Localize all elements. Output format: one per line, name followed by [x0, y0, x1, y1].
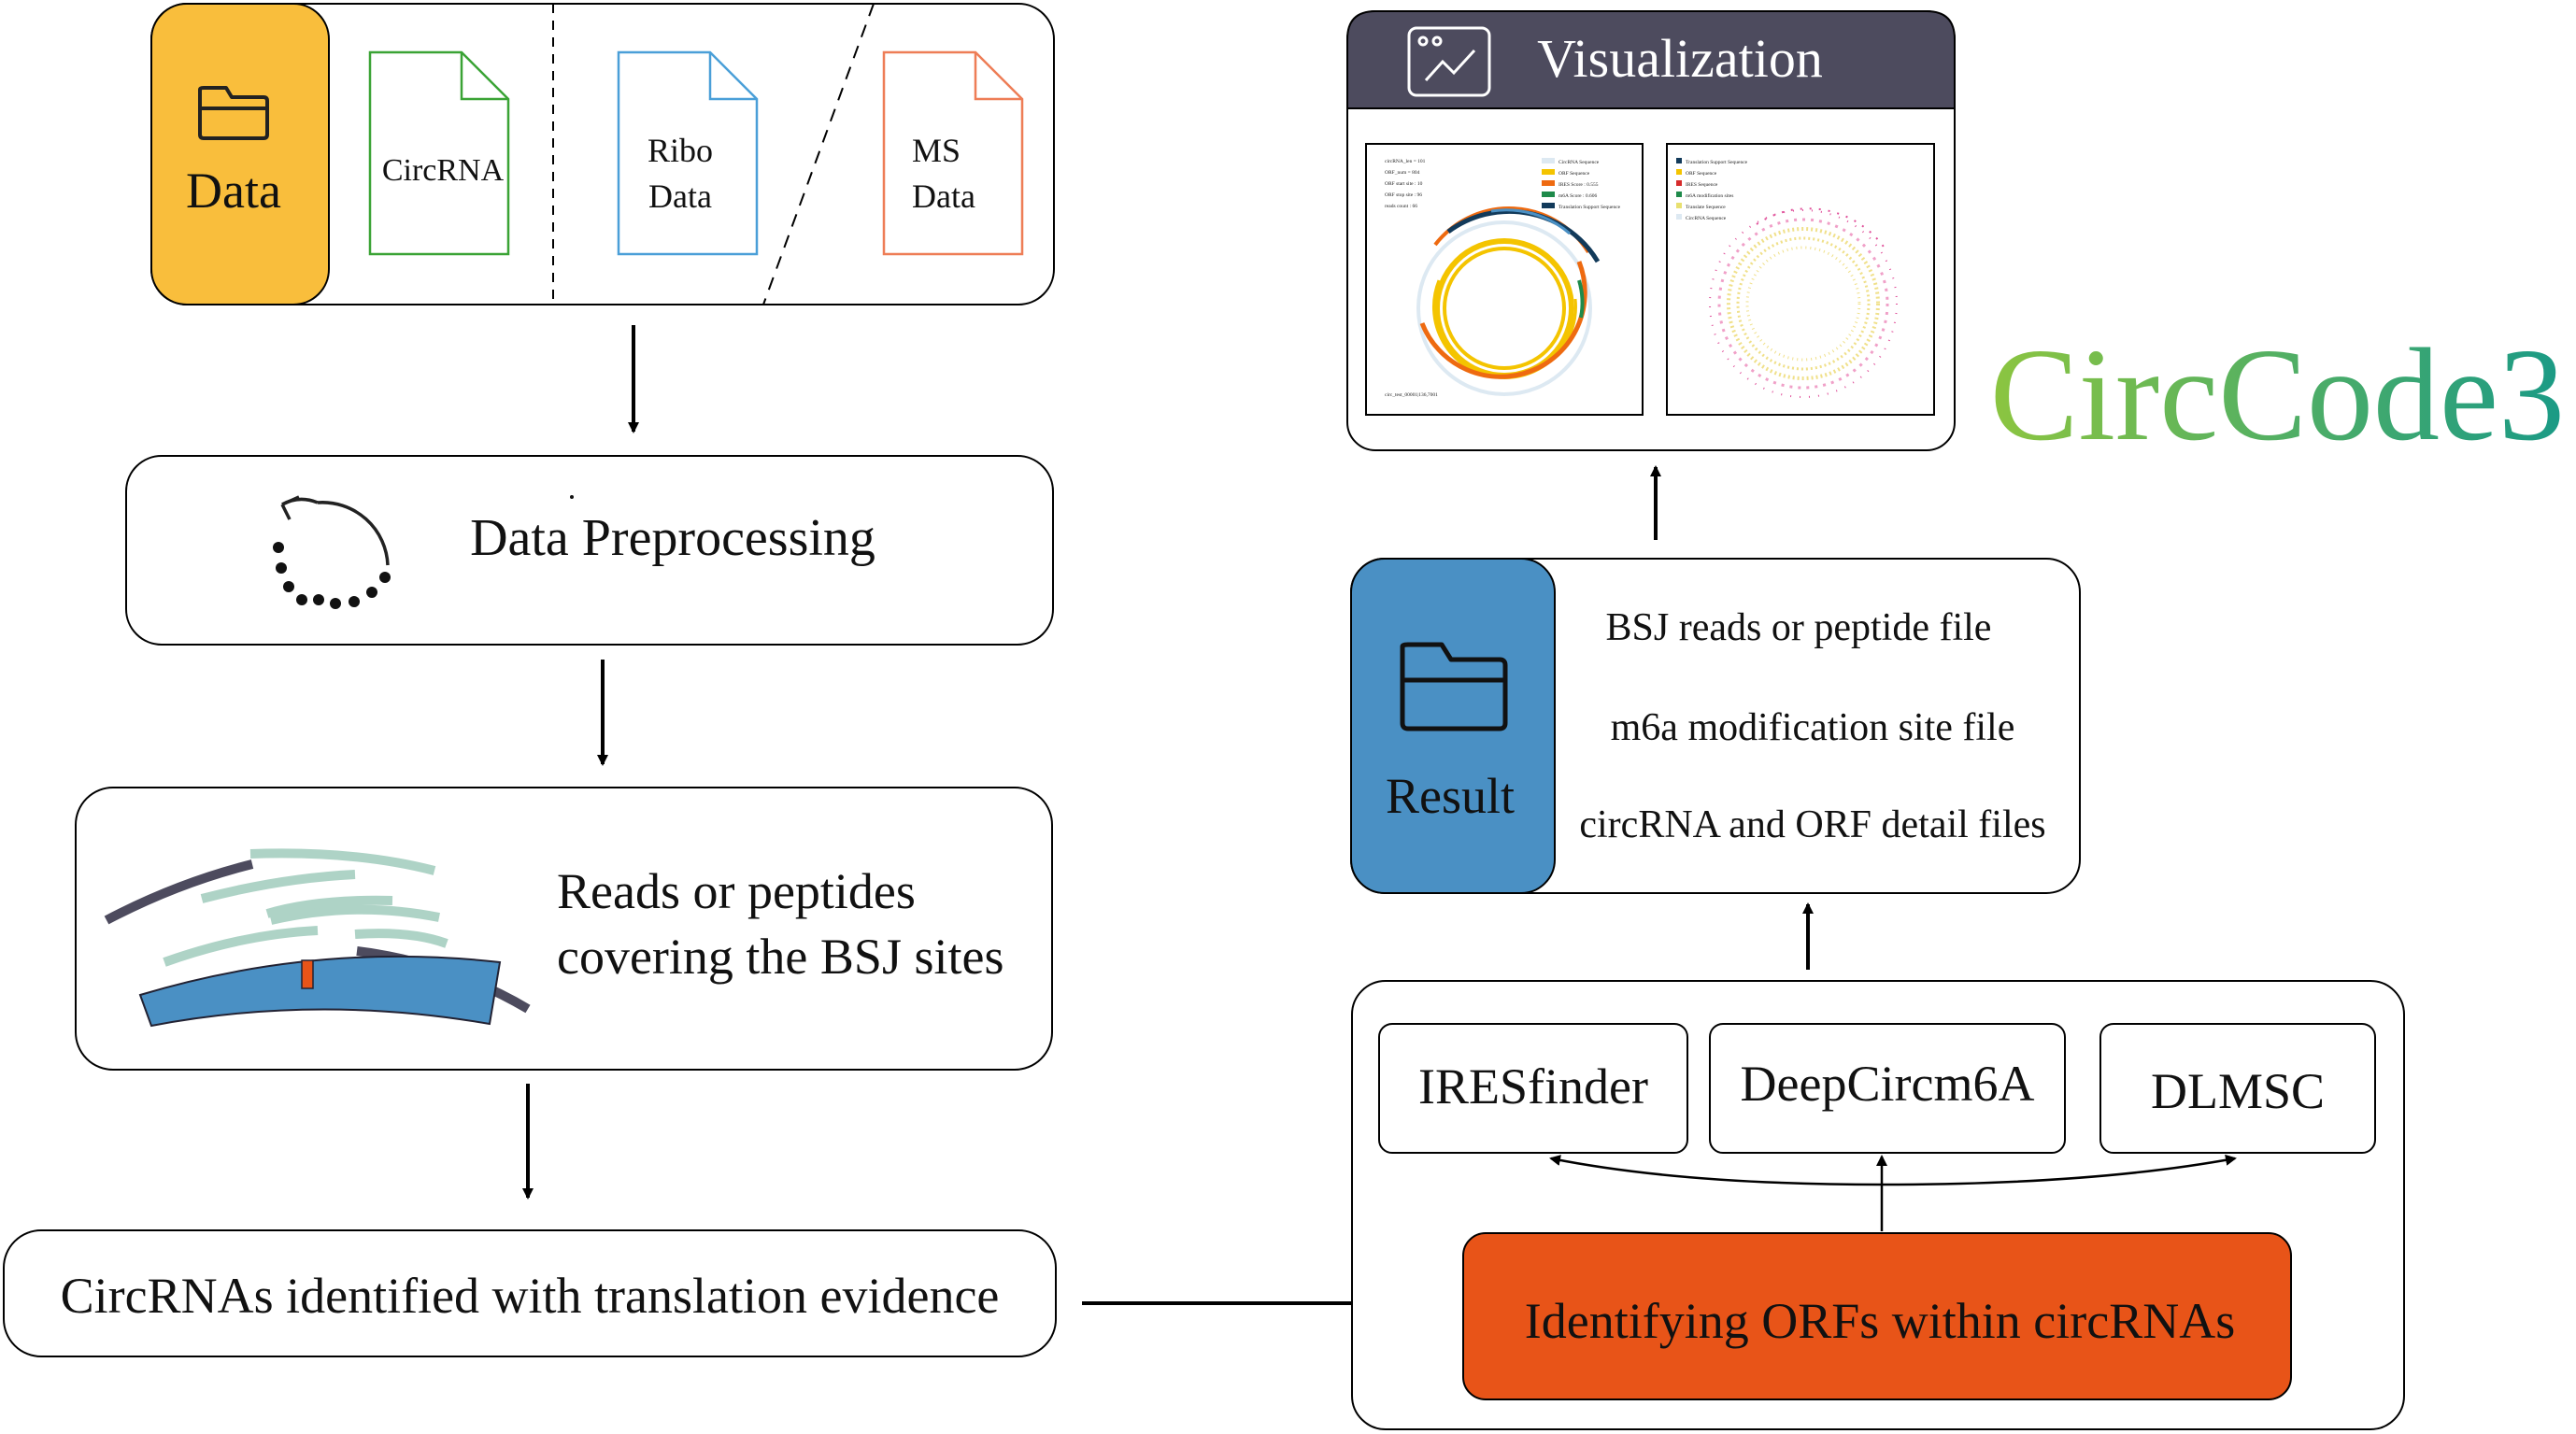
orf-box — [1462, 1232, 2292, 1400]
right-legend-6: CircRNA Sequence — [1686, 216, 1727, 221]
left-info-5: reads count : 66 — [1385, 204, 1417, 209]
tool-connectors — [1549, 1154, 2237, 1231]
data-label: Data — [186, 163, 281, 219]
tool-label-iresfinder: IRESfinder — [1418, 1058, 1648, 1115]
refresh-icon — [273, 495, 391, 609]
brand-title: CircCode3 — [1990, 320, 2565, 468]
ribo-data-file-label-2: Data — [648, 177, 712, 215]
left-info-4: ORF stop site : 96 — [1385, 192, 1422, 198]
left-legend-1: CircRNA Sequence — [1558, 160, 1600, 165]
left-legend-2: ORF Sequence — [1558, 171, 1590, 177]
tool-box-deepcircm6a — [1709, 1023, 2066, 1154]
result-file-3: circRNA and ORF detail files — [1579, 803, 2045, 846]
data-divider-2 — [762, 3, 875, 305]
identified-box: CircRNAs identified with translation evi… — [3, 1229, 1057, 1357]
reads-box: Reads or peptides covering the BSJ sites — [75, 787, 1053, 1071]
result-box: Result BSJ reads or peptide file m6a mod… — [1350, 558, 2081, 894]
result-file-1: BSJ reads or peptide file — [1606, 606, 1992, 649]
right-legend-2: ORF Sequence — [1686, 171, 1717, 177]
right-legend-4: m6A modification sites — [1686, 192, 1733, 199]
reads-label-line1: Reads or peptides — [557, 863, 916, 919]
preprocessing-box: Data Preprocessing — [125, 455, 1054, 646]
ms-data-file-label-1: MS — [912, 132, 961, 169]
bsj-reads-illustration — [104, 848, 531, 1028]
reads-label-line2: covering the BSJ sites — [557, 929, 1003, 985]
left-legend-3: IRES Score : 0.555 — [1558, 182, 1599, 188]
ms-data-file-icon: MS Data — [882, 50, 1024, 256]
folder-icon — [1400, 642, 1508, 731]
identified-label: CircRNAs identified with translation evi… — [61, 1268, 1000, 1324]
visualization-title: Visualization — [1537, 28, 1823, 89]
visualization-box: Visualization circRNA_len = 101 ORF_num … — [1346, 10, 1956, 451]
ms-data-file-label-2: Data — [912, 177, 975, 215]
circrna-file-label: CircRNA — [382, 153, 505, 188]
tool-box-dlmsc — [2099, 1023, 2376, 1154]
result-label: Result — [1386, 768, 1515, 824]
ribo-data-file-label-1: Ribo — [648, 132, 713, 169]
right-legend-3: IRES Sequence — [1686, 182, 1718, 188]
preprocessing-label: Data Preprocessing — [470, 509, 875, 567]
circrna-file-icon: CircRNA — [368, 50, 510, 256]
result-accent-block — [1350, 558, 1556, 894]
left-info-2: ORF_num = 804 — [1385, 170, 1420, 176]
orf-label: Identifying ORFs within circRNAs — [1525, 1293, 2235, 1349]
visualization-header — [1346, 10, 1956, 109]
left-legend-5: Translation Support Sequence — [1558, 205, 1621, 210]
data-accent-block — [150, 3, 330, 305]
left-info-3: ORF start site : 10 — [1385, 181, 1423, 187]
circos-plot-left: circRNA_len = 101 ORF_num = 804 ORF star… — [1365, 143, 1644, 416]
left-info-1: circRNA_len = 101 — [1385, 159, 1426, 164]
right-legend-5: Translate Sequence — [1686, 205, 1726, 210]
tool-label-deepcircm6a: DeepCircm6A — [1741, 1056, 2035, 1112]
data-panel: Data CircRNA Ribo Data MS Data — [150, 3, 1055, 305]
tool-label-dlmsc: DLMSC — [2151, 1063, 2325, 1119]
circos-plot-right: Translation Support Sequence ORF Sequenc… — [1666, 143, 1935, 416]
left-legend-4: m6A Score : 0.606 — [1558, 193, 1597, 199]
ribo-data-file-icon: Ribo Data — [617, 50, 759, 256]
chart-icon — [1407, 26, 1491, 97]
result-file-2: m6a modification site file — [1611, 706, 2015, 749]
tool-box-iresfinder — [1378, 1023, 1688, 1154]
orf-container: IRESfinder DeepCircm6A DLMSC Identifying… — [1351, 980, 2405, 1430]
left-footer: circ_test_00001|136,7001 — [1385, 392, 1438, 398]
folder-icon — [198, 86, 269, 140]
right-legend-1: Translation Support Sequence — [1686, 160, 1748, 165]
